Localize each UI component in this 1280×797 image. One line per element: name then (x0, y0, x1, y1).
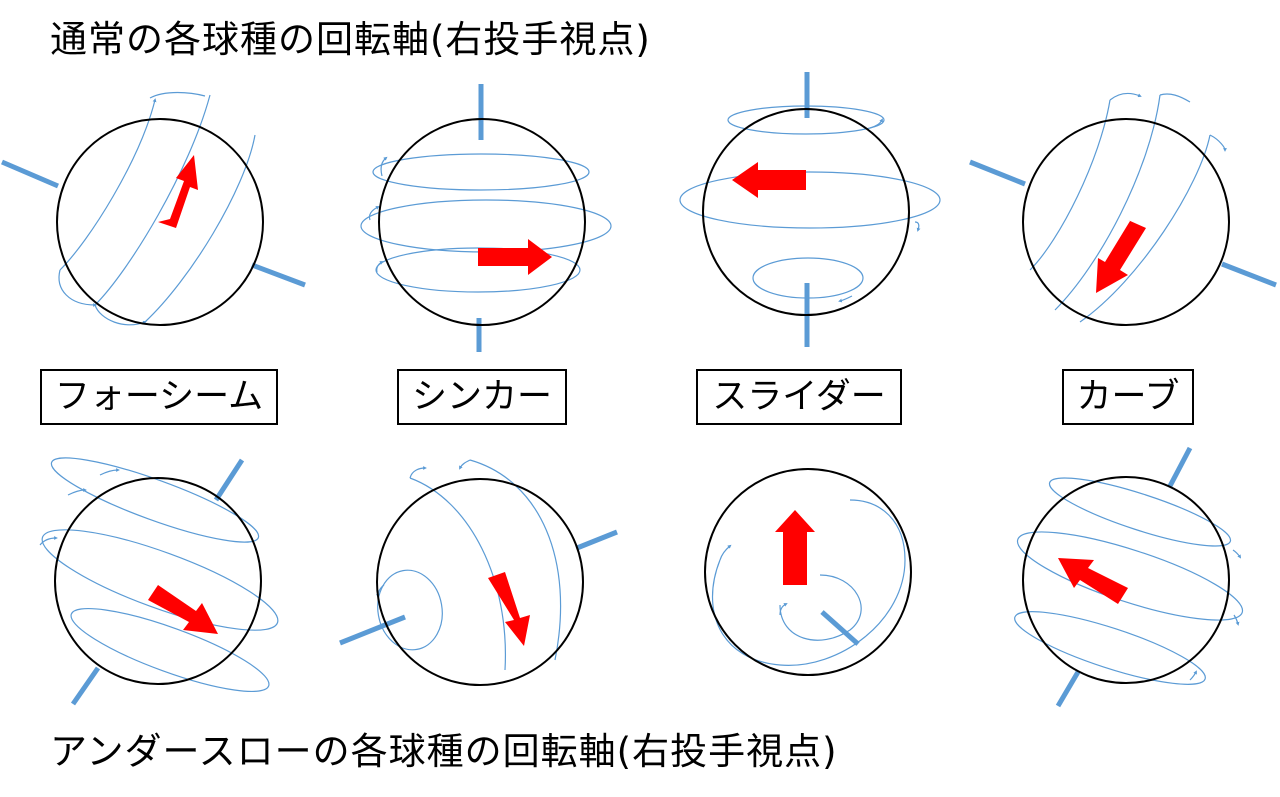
spin-lines (1029, 92, 1227, 323)
ball-sinker-overhand (360, 84, 612, 352)
spin-lines (679, 105, 941, 303)
ball-slider-overhand (679, 72, 941, 347)
movement-arrow (775, 510, 815, 585)
movement-arrow (732, 162, 806, 198)
ball-four-seam-overhand (1, 91, 306, 326)
ball-slider-underhand (704, 468, 912, 676)
spin-lines (39, 457, 279, 693)
spin-axis (576, 529, 618, 551)
label-four-seam: フォーシーム (40, 369, 278, 425)
movement-arrow (1096, 220, 1146, 293)
label-curve: カーブ (1062, 369, 1194, 425)
spin-axis (1055, 670, 1081, 708)
movement-arrow (1058, 558, 1128, 604)
spin-axis (1167, 446, 1193, 488)
ball-curve-overhand (969, 92, 1277, 326)
underhand-title: アンダースローの各球種の回転軸(右投手視点) (50, 730, 838, 773)
ball-sinker-underhand (339, 459, 618, 686)
spin-axis (70, 666, 101, 706)
spin-lines (376, 459, 562, 671)
spin-lines (58, 91, 256, 326)
label-sinker: シンカー (397, 369, 567, 425)
spin-lines (1014, 477, 1244, 685)
ball-four-seam-underhand (39, 457, 279, 706)
overhand-title: 通常の各球種の回転軸(右投手視点) (50, 18, 651, 61)
movement-arrow (488, 572, 530, 646)
spin-lines (711, 499, 906, 666)
spin-axis (1221, 261, 1277, 288)
spin-axis (251, 262, 306, 288)
movement-arrow (158, 155, 198, 228)
spin-axis (339, 614, 406, 646)
ball-curve-underhand (1014, 446, 1244, 708)
movement-arrow (148, 585, 218, 634)
movement-arrow (478, 239, 552, 275)
label-slider: スライダー (696, 369, 902, 425)
spin-axis (820, 610, 860, 646)
spin-axis (969, 159, 1026, 187)
spin-axis (1, 159, 59, 189)
spin-axis (213, 458, 245, 502)
